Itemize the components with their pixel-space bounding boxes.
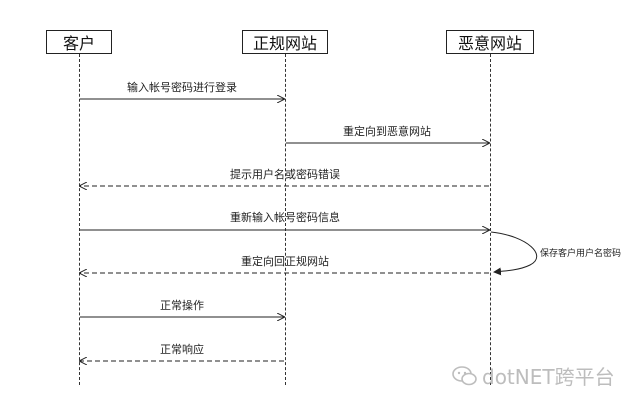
- self-message-note: 保存客户用户名密码: [540, 249, 622, 259]
- message-label-6: 正常操作: [160, 299, 204, 312]
- watermark: dotNET跨平台: [452, 361, 615, 390]
- message-label-2: 重定向到恶意网站: [343, 125, 431, 138]
- message-label-3: 提示用户名或密码错误: [230, 168, 340, 181]
- watermark-text: dotNET跨平台: [482, 365, 615, 389]
- self-message-arrow: [490, 231, 538, 276]
- message-label-4: 重新输入帐号密码信息: [230, 211, 340, 224]
- actor-client: 客户: [46, 30, 112, 54]
- message-label-1: 输入帐号密码进行登录: [127, 81, 237, 94]
- lifeline-legit-site: [285, 54, 286, 385]
- lifeline-client: [79, 54, 80, 385]
- lifeline-malicious-site: [490, 54, 491, 385]
- actor-legit-site: 正规网站: [242, 30, 328, 54]
- message-label-5: 重定向回正规网站: [241, 255, 329, 268]
- message-label-7: 正常响应: [160, 343, 204, 356]
- wechat-logo-icon: [452, 365, 478, 387]
- actor-malicious-site: 恶意网站: [446, 30, 534, 54]
